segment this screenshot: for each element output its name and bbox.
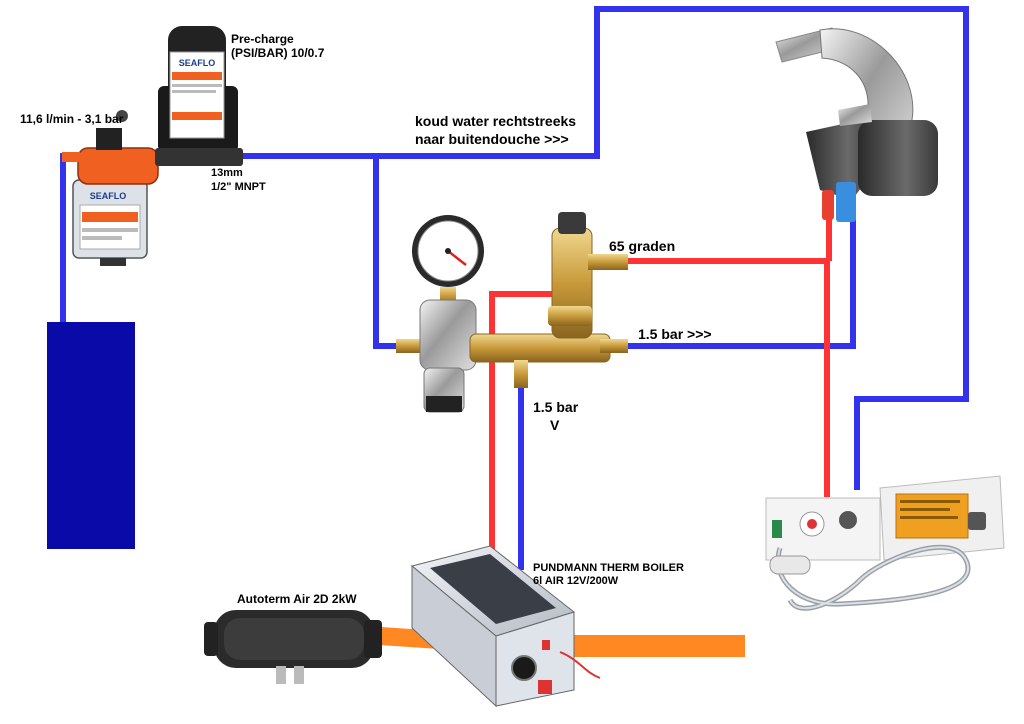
precharge-label-line2: (PSI/BAR) 10/0.7 (231, 46, 325, 60)
hot-pipe-65 (600, 258, 830, 497)
pump-brand: SEAFLO (90, 191, 127, 201)
mixed-pressure-label: 1.5 bar >>> (638, 326, 712, 342)
boiler-pressure-label-line1: 1.5 bar (533, 399, 579, 415)
hot-pipe-boiler-to-mixer (489, 291, 568, 570)
cold-water-pipes (60, 6, 969, 570)
boiler-pressure-label-line2: V (550, 417, 560, 433)
cold-pipe-main (240, 6, 969, 490)
water-tank-icon (47, 322, 135, 549)
flow-rate-label: 11,6 l/min - 3,1 bar (20, 112, 124, 126)
boiler-label-line2: 6l AIR 12V/200W (533, 575, 619, 587)
water-pump-icon (62, 110, 170, 266)
pipe-size-label-line1: 13mm (211, 167, 243, 179)
outdoor-shower-box-icon (765, 475, 1005, 611)
temperature-label: 65 graden (609, 238, 675, 254)
cold-pipe-mixed-out (605, 205, 856, 349)
heater-label: Autoterm Air 2D 2kW (237, 592, 357, 606)
cold-water-label-line2: naar buitendouche >>> (415, 131, 569, 147)
pressure-gauge-icon (412, 215, 484, 305)
accumulator-brand: SEAFLO (179, 58, 216, 68)
diesel-air-heater-icon (204, 610, 382, 684)
boiler-label-line1: PUNDMANN THERM BOILER (533, 562, 684, 574)
boiler-icon (410, 545, 601, 708)
accumulator-tank-icon (155, 26, 243, 166)
pipe-size-label-line2: 1/2" MNPT (211, 181, 266, 193)
brass-manifold-icon (396, 212, 628, 413)
cold-pipe-to-manifold (373, 156, 400, 349)
cold-water-label-line1: koud water rechtstreeks (415, 113, 576, 129)
mixing-faucet-icon (775, 27, 938, 222)
precharge-label-line1: Pre-charge (231, 32, 294, 46)
